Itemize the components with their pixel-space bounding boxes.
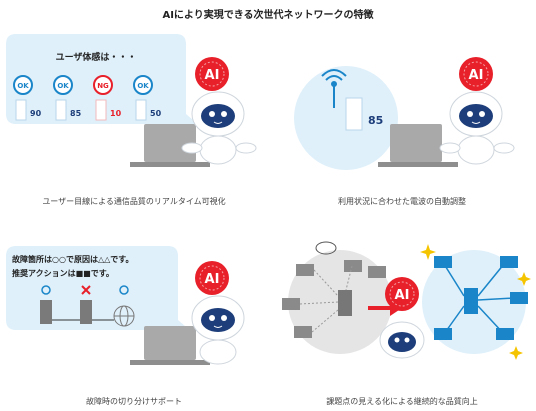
status-label: NG bbox=[97, 82, 109, 90]
panel4-illustration: AI bbox=[282, 241, 531, 360]
robot-icon bbox=[439, 91, 515, 165]
panel1-illustration: ユーザ体感は・・・ OK 90 OK 85 NG 10 OK 50 bbox=[6, 34, 257, 167]
status-label: OK bbox=[137, 82, 149, 90]
caption-panel4: 課題点の見える化による継続的な品質向上 bbox=[326, 397, 478, 406]
caption-panel1: ユーザー目線による通信品質のリアルタイム可視化 bbox=[42, 197, 226, 206]
laptop-icon bbox=[130, 326, 210, 365]
ai-badge-label: AI bbox=[395, 288, 410, 303]
ai-badge: AI bbox=[195, 57, 229, 91]
monitor-icon bbox=[282, 298, 300, 310]
ai-badge: AI bbox=[459, 57, 493, 91]
panel-fault-isolation: 故障箇所は○○で原因は△△です。 推奨アクションは■■です。 bbox=[0, 240, 268, 370]
ai-badge-label: AI bbox=[469, 68, 484, 83]
status-ok-1: OK 90 bbox=[13, 75, 42, 121]
building-icon bbox=[95, 99, 107, 121]
panel-continuous-improvement: AI bbox=[268, 236, 536, 376]
globe-icon bbox=[113, 305, 135, 327]
monitor-icon bbox=[434, 256, 452, 268]
bubble-line1: 故障箇所は○○で原因は△△です。 bbox=[12, 254, 133, 264]
status-value: 50 bbox=[150, 109, 162, 118]
ai-badge-label: AI bbox=[205, 272, 220, 287]
panel-auto-radio-adjustment: 85 AI bbox=[268, 28, 536, 178]
status-label: OK bbox=[17, 82, 29, 90]
building-icon bbox=[135, 99, 147, 121]
monitor-icon bbox=[510, 292, 528, 304]
monitor-icon bbox=[294, 326, 312, 338]
router-icon bbox=[80, 300, 92, 324]
building-icon bbox=[345, 97, 363, 131]
robot-icon bbox=[181, 91, 257, 165]
building-icon bbox=[55, 99, 67, 121]
status-value: 90 bbox=[30, 109, 42, 118]
ai-badge: AI bbox=[385, 277, 419, 311]
bubble-line2: 推奨アクションは■■です。 bbox=[12, 268, 114, 278]
monitor-icon bbox=[500, 256, 518, 268]
status-value: 85 bbox=[70, 109, 82, 118]
laptop-icon bbox=[130, 124, 210, 167]
speech-bubble bbox=[6, 246, 192, 332]
ok-circle-icon bbox=[41, 285, 51, 295]
ok-circle-icon bbox=[119, 285, 129, 295]
router-icon bbox=[40, 300, 52, 324]
status-label: OK bbox=[57, 82, 69, 90]
panel2-illustration: 85 AI bbox=[294, 57, 515, 170]
monitor-icon bbox=[296, 264, 314, 276]
monitor-icon bbox=[434, 328, 452, 340]
ai-badge: AI bbox=[195, 261, 229, 295]
caption-panel2: 利用状況に合わせた電波の自動調整 bbox=[338, 197, 466, 206]
ai-badge-label: AI bbox=[205, 68, 220, 83]
status-ng-3: NG 10 bbox=[93, 75, 122, 121]
building-icon bbox=[15, 99, 27, 121]
monitor-icon bbox=[368, 266, 386, 278]
antenna-icon bbox=[321, 69, 347, 108]
monitor-icon bbox=[496, 328, 514, 340]
bubble-text: ユーザ体感は・・・ bbox=[56, 51, 137, 63]
caption-panel3: 故障時の切り分けサポート bbox=[86, 397, 182, 406]
robot-icon bbox=[379, 321, 425, 359]
status-value: 10 bbox=[110, 109, 122, 118]
server-icon bbox=[338, 290, 352, 316]
robot-icon bbox=[191, 295, 245, 365]
laptop-icon bbox=[378, 124, 458, 167]
ng-cross-icon bbox=[81, 285, 91, 295]
status-ok-2: OK 85 bbox=[53, 75, 82, 121]
quality-value: 85 bbox=[368, 114, 383, 127]
monitor-icon bbox=[344, 260, 362, 272]
page-title: AIにより実現できる次世代ネットワークの特徴 bbox=[162, 10, 374, 21]
panel3-illustration: 故障箇所は○○で原因は△△です。 推奨アクションは■■です。 bbox=[6, 246, 245, 365]
sparkle-icon bbox=[420, 244, 531, 360]
panel-realtime-visualization: ユーザ体感は・・・ OK 90 OK 85 NG 10 OK 50 bbox=[0, 28, 268, 178]
status-ok-4: OK 50 bbox=[133, 75, 162, 121]
cloud-icon bbox=[315, 241, 337, 255]
server-icon bbox=[464, 288, 478, 314]
